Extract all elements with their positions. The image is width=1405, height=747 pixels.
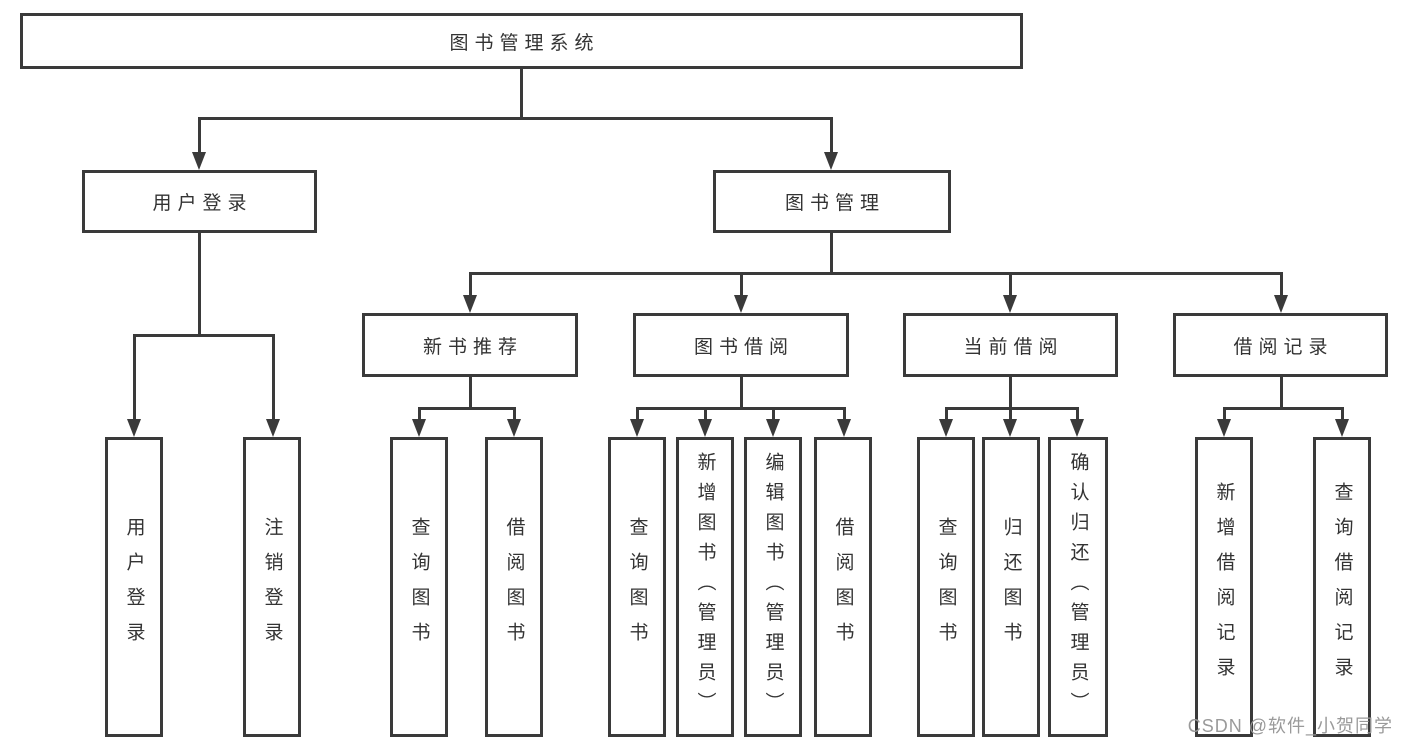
connector-borrow-records-rail [1223,407,1343,410]
connector-to-leaf-add-record [1223,407,1226,421]
connector-user-login-stub [198,233,201,336]
connector-to-leaf-query3 [945,407,948,421]
node-label: 借阅记录 [1233,336,1334,358]
node-current-borrow: 当前借阅 [903,313,1118,377]
connector-user-login-rail [133,334,275,337]
leaf-borrow-book-2: 借阅图书 [814,437,872,737]
connector-to-leaf-query1 [418,407,421,421]
leaf-query-borrow-record: 查询借阅记录 [1313,437,1371,737]
node-user-login: 用户登录 [82,170,317,233]
arrowhead-current-borrow [1003,295,1017,313]
connector-current-borrow-stub [1009,377,1012,410]
leaf-label: 查询图书 [408,517,430,657]
arrowhead-leaf-confirm-return [1070,419,1084,437]
connector-new-book-rail [418,407,515,410]
connector-current-borrow-rail [945,407,1079,410]
connector-root-stub [520,69,523,118]
connector-book-borrow-stub [740,377,743,410]
leaf-label: 确认归还（管理员） [1067,452,1089,722]
leaf-label: 用户登录 [123,517,145,657]
leaf-label: 查询借阅记录 [1331,482,1353,692]
connector-book-borrow-rail [636,407,845,410]
leaf-add-book-admin: 新增图书（管理员） [676,437,734,737]
leaf-label: 借阅图书 [832,517,854,657]
connector-level3-rail [469,272,1282,275]
node-new-book-recommend: 新书推荐 [362,313,578,377]
node-label: 新书推荐 [422,336,523,358]
connector-to-leaf-query2 [636,407,639,421]
leaf-label: 借阅图书 [503,517,525,657]
node-label: 图书管理系统 [449,32,600,54]
arrowhead-leaf-add-record [1217,419,1231,437]
leaf-label: 新增图书（管理员） [694,452,716,722]
arrowhead-leaf-edit-book [766,419,780,437]
arrowhead-leaf-return [1003,419,1017,437]
leaf-query-book-1: 查询图书 [390,437,448,737]
connector-to-borrow-records [1280,272,1283,296]
connector-to-leaf-user-login [133,334,136,420]
node-book-borrow: 图书借阅 [633,313,849,377]
leaf-label: 编辑图书（管理员） [762,452,784,722]
leaf-edit-book-admin: 编辑图书（管理员） [744,437,802,737]
leaf-label: 查询图书 [935,517,957,657]
connector-new-book-stub [469,377,472,410]
connector-to-leaf-borrow2 [843,407,846,421]
connector-to-leaf-return [1009,407,1012,421]
arrowhead-borrow-records [1274,295,1288,313]
node-label: 图书借阅 [693,336,794,358]
connector-to-leaf-query-record [1341,407,1344,421]
leaf-query-book-2: 查询图书 [608,437,666,737]
node-borrow-records: 借阅记录 [1173,313,1388,377]
leaf-logout-login: 注销登录 [243,437,301,737]
connector-to-leaf-add-book [704,407,707,421]
connector-to-book-borrow [740,272,743,296]
arrowhead-leaf-query3 [939,419,953,437]
connector-to-leaf-logout [272,334,275,420]
arrowhead-new-book [463,295,477,313]
connector-to-leaf-confirm-return [1076,407,1079,421]
node-book-management: 图书管理 [713,170,951,233]
arrowhead-leaf-user-login [127,419,141,437]
arrowhead-book-management [824,152,838,170]
leaf-label: 新增借阅记录 [1213,482,1235,692]
connector-level2-rail [198,117,833,120]
connector-to-leaf-borrow1 [513,407,516,421]
arrowhead-leaf-query1 [412,419,426,437]
connector-to-new-book [469,272,472,296]
arrowhead-leaf-query-record [1335,419,1349,437]
arrowhead-leaf-query2 [630,419,644,437]
connector-to-current-borrow [1009,272,1012,296]
arrowhead-user-login [192,152,206,170]
leaf-confirm-return-admin: 确认归还（管理员） [1048,437,1108,737]
leaf-label: 注销登录 [261,517,283,657]
arrowhead-book-borrow [734,295,748,313]
csdn-watermark: CSDN @软件_小贺同学 [1187,716,1393,736]
leaf-return-book: 归还图书 [982,437,1040,737]
connector-to-book-management [830,117,833,154]
node-system-root: 图书管理系统 [20,13,1023,69]
connector-book-management-stub [830,233,833,275]
connector-to-leaf-edit-book [772,407,775,421]
connector-to-user-login [198,117,201,154]
node-label: 当前借阅 [963,336,1064,358]
node-label: 用户登录 [152,193,253,214]
arrowhead-leaf-logout [266,419,280,437]
node-label: 图书管理 [784,193,885,214]
arrowhead-leaf-borrow1 [507,419,521,437]
arrowhead-leaf-add-book [698,419,712,437]
leaf-label: 查询图书 [626,517,648,657]
leaf-borrow-book-1: 借阅图书 [485,437,543,737]
leaf-query-book-3: 查询图书 [917,437,975,737]
leaf-label: 归还图书 [1000,517,1022,657]
leaf-user-login: 用户登录 [105,437,163,737]
leaf-add-borrow-record: 新增借阅记录 [1195,437,1253,737]
arrowhead-leaf-borrow2 [837,419,851,437]
connector-borrow-records-stub [1280,377,1283,410]
